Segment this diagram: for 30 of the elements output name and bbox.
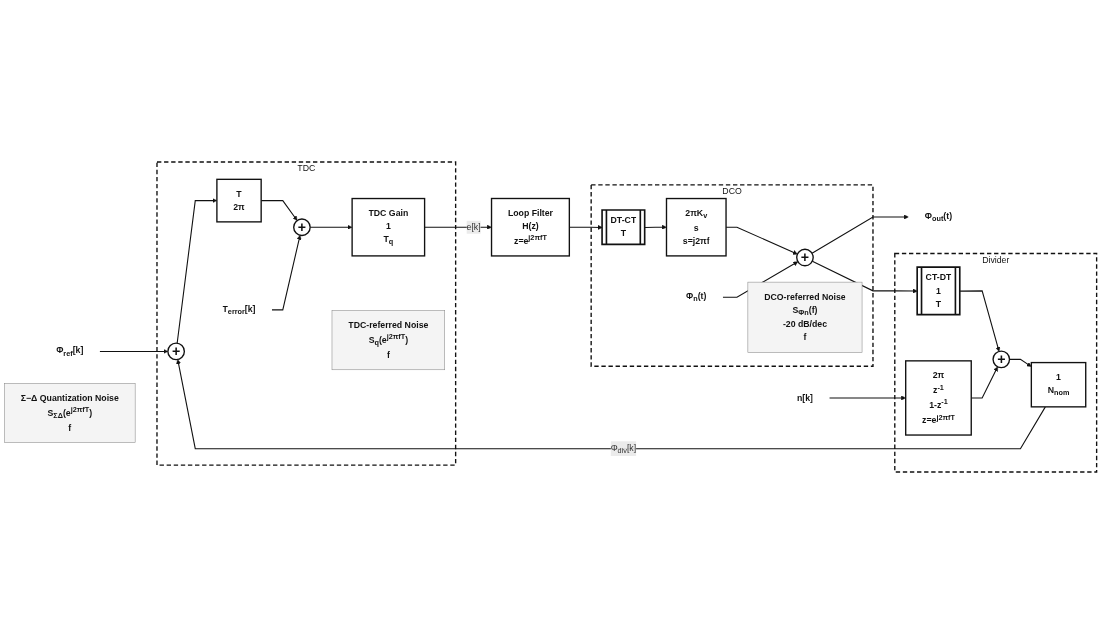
node-circle: + bbox=[992, 350, 1011, 369]
node-box: Loop Filter H(z) z=e$^{j2πfT}$ bbox=[490, 197, 570, 257]
node-text: T$_{error}$[k] bbox=[222, 304, 256, 316]
node-text: Φ$_{ref}$[k] bbox=[56, 345, 84, 358]
node-text: n[k] bbox=[796, 393, 813, 403]
edge-label: e[k] bbox=[466, 222, 481, 232]
arrow bbox=[1009, 358, 1032, 367]
node-text: Φ$_{n}$(t) bbox=[686, 291, 707, 304]
node-box: DCO-referred Noise S$_{Φn}$(f) -20 dB/dec f bbox=[747, 281, 863, 353]
node-box: 2π z$^{-1}$ 1-z$^{-1}$ z=e$^{j2πfT}$ bbox=[905, 360, 972, 436]
node-box: T 2π bbox=[216, 178, 262, 223]
arrow bbox=[828, 395, 906, 401]
edge-label: Φ$_{div}$[k] bbox=[610, 442, 637, 455]
arrow bbox=[424, 224, 492, 230]
arrow bbox=[811, 214, 909, 254]
arrow bbox=[811, 260, 918, 294]
node-circle: + bbox=[796, 248, 814, 267]
arrow bbox=[99, 349, 169, 354]
node-text: Φ$_{out}$(t) bbox=[924, 211, 953, 223]
node-circle: + bbox=[293, 218, 311, 237]
arrow bbox=[176, 359, 1046, 450]
node-box: TDC Gain 1 T$_{q}$ bbox=[351, 197, 426, 257]
arrow bbox=[959, 290, 1001, 352]
arrow bbox=[644, 224, 667, 230]
node-box: TDC-referred Noise S$_{q}$(e$^{j2πfT}$) f bbox=[331, 310, 445, 371]
node-circle: + bbox=[167, 342, 186, 361]
node-box: Σ−Δ Quantization Noise S$_{ΣΔ}$(e$^{j2πfT}$) f bbox=[4, 383, 136, 443]
node-box: 1 N$_{nom}$ bbox=[1030, 361, 1087, 408]
node-box: 2πK$_{v}$ s s=j2πf bbox=[665, 197, 727, 257]
arrow bbox=[271, 235, 302, 311]
